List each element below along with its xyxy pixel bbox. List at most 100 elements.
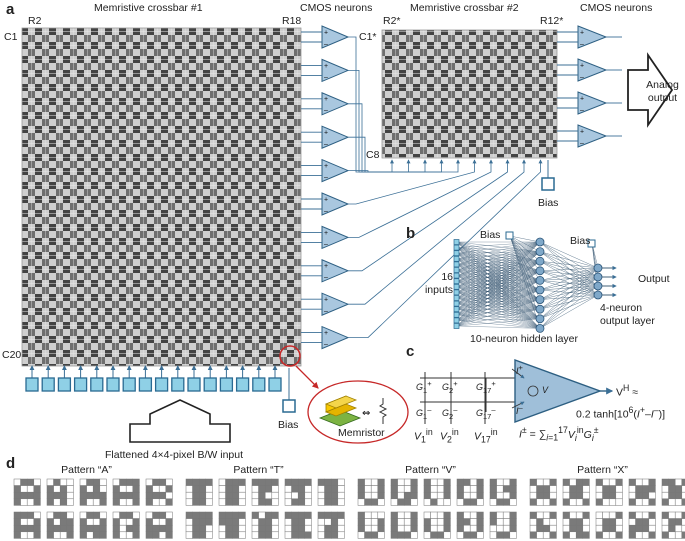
i-minus: I– <box>516 403 523 416</box>
plus-sign: + <box>324 196 328 203</box>
pattern-grid <box>628 478 656 506</box>
neuron-amplifier <box>321 92 350 116</box>
bias-node-1 <box>505 231 514 240</box>
label-r12-star: R12* <box>540 15 564 27</box>
hidden-node <box>535 256 545 266</box>
bias-node-2 <box>587 239 596 248</box>
pattern-grid <box>218 478 246 506</box>
pattern-grid <box>218 511 246 539</box>
neuron-amplifier <box>577 91 608 115</box>
pattern-label-v: Pattern “V” <box>405 464 456 476</box>
neuron-amplifier <box>321 259 350 283</box>
pattern-grid <box>79 478 107 506</box>
pattern-grid <box>489 478 517 506</box>
input-block <box>106 377 120 392</box>
input-block <box>138 377 153 392</box>
minus-sign: – <box>324 141 328 148</box>
hidden-node <box>535 295 545 305</box>
input-block <box>203 377 217 392</box>
panel-b-label: b <box>406 225 416 242</box>
hidden-layer-label: 10-neuron hidden layer <box>470 333 578 345</box>
pattern-grid <box>595 511 623 539</box>
memristor-device-icon: ⇔ <box>318 395 388 427</box>
pattern-grid <box>13 511 41 539</box>
tanh-formula: 0.2 tanh[106(I+–I–)] <box>576 405 666 421</box>
bias-box-1 <box>282 399 296 413</box>
pattern-grid <box>13 478 41 506</box>
pattern-grid <box>145 478 173 506</box>
label-c20: C20 <box>2 349 22 361</box>
plus-sign: + <box>324 230 328 237</box>
neuron-amplifier <box>321 158 350 183</box>
input-node <box>453 278 460 285</box>
input-node <box>453 239 460 245</box>
output-node <box>593 290 603 300</box>
hidden-node <box>535 275 545 285</box>
input-node <box>453 272 460 279</box>
input-block <box>57 377 72 392</box>
output-label: Output <box>638 273 670 285</box>
net-bias-1: Bias <box>480 229 501 241</box>
cmos-neurons-1: +–+–+–+–+–+–+–+–+–+– <box>301 25 350 350</box>
v1-label: V1in <box>414 427 433 445</box>
label-c1: C1 <box>4 31 18 43</box>
g1m: G1– <box>416 405 432 421</box>
pattern-grid <box>112 478 140 506</box>
input-node <box>453 317 460 324</box>
analog-output-arrow <box>627 52 674 128</box>
pattern-grid <box>79 511 107 539</box>
input-node <box>453 323 460 329</box>
pattern-grid <box>562 478 590 506</box>
plus-sign: + <box>324 330 328 337</box>
pattern-grid <box>595 478 623 506</box>
neuron-amplifier <box>321 25 350 49</box>
v-label: V <box>542 385 549 395</box>
panel-c-label: c <box>406 343 415 360</box>
v2-label: V2in <box>440 427 459 445</box>
input-block <box>171 377 185 392</box>
hidden-node <box>535 266 545 276</box>
hidden-node <box>535 285 545 295</box>
label-r18: R18 <box>282 15 302 27</box>
pattern-grid <box>185 478 213 506</box>
neuron-amplifier <box>321 225 350 250</box>
input-block <box>90 377 104 392</box>
hidden-node <box>535 237 545 247</box>
pattern-grid <box>251 478 279 506</box>
g2m: G2– <box>442 405 458 421</box>
neuron-amplifier <box>321 125 350 149</box>
i-plus: I+ <box>516 363 523 376</box>
input-node <box>453 267 460 273</box>
label-c8: C8 <box>366 149 380 161</box>
minus-sign: – <box>324 174 328 181</box>
bias-label-1: Bias <box>278 419 299 431</box>
pattern-grid <box>529 478 557 506</box>
label-r2-star: R2* <box>383 15 401 27</box>
minus-sign: – <box>324 41 328 48</box>
neuron-amplifier <box>321 192 350 216</box>
g17p: G17+ <box>476 379 496 395</box>
g2p: G2+ <box>442 379 458 395</box>
hidden-node <box>535 304 545 314</box>
g17m: G17– <box>476 405 496 421</box>
panel-d-label: d <box>6 455 16 472</box>
bias-label-2: Bias <box>538 197 559 209</box>
pattern-grid <box>357 478 385 506</box>
label-c1-star: C1* <box>359 31 377 43</box>
output-node <box>593 263 603 273</box>
neuron-amplifier <box>321 292 350 316</box>
pattern-grid <box>456 511 484 539</box>
pattern-grid <box>661 478 685 506</box>
plus-sign: + <box>324 297 328 304</box>
output-node <box>593 272 603 282</box>
minus-sign: – <box>324 341 328 348</box>
pattern-grid <box>390 511 418 539</box>
g1p: G1+ <box>416 379 432 395</box>
cmos-neurons-2: +–+–+–+– <box>557 25 622 148</box>
minus-sign: – <box>580 107 584 114</box>
pattern-grid <box>145 511 173 539</box>
pattern-grid <box>317 511 345 539</box>
plus-sign: + <box>324 263 328 270</box>
network-diagram <box>453 231 617 333</box>
